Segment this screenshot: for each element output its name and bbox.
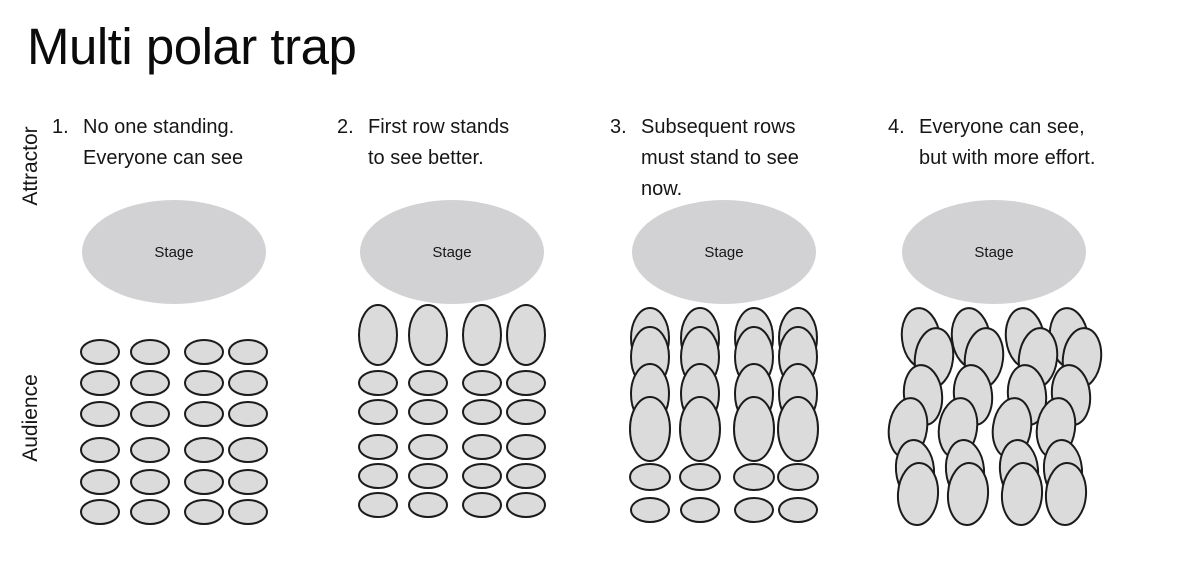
- panel-3-subsequent-rows-stand: 3. Subsequent rows must stand to see now…: [574, 0, 874, 587]
- audience-member-sitting: [184, 469, 224, 495]
- caption-text: Subsequent rows must stand to see now.: [641, 116, 799, 200]
- stage-label: Stage: [704, 244, 743, 261]
- audience-member-sitting: [80, 499, 120, 525]
- audience-member-sitting: [184, 401, 224, 427]
- stage-label: Stage: [154, 244, 193, 261]
- stage-label: Stage: [974, 244, 1013, 261]
- audience-member-sitting: [130, 469, 170, 495]
- caption-number: 3.: [610, 116, 627, 138]
- panel-caption: 1. No one standing. Everyone can see: [52, 112, 243, 174]
- audience-member-sitting: [358, 370, 398, 396]
- audience-member-sitting: [130, 401, 170, 427]
- audience-member-sitting: [408, 399, 448, 425]
- stage-audience-diagram: Stage: [629, 200, 819, 523]
- audience-member-standing: [462, 304, 502, 366]
- caption-number: 4.: [888, 116, 905, 138]
- stage-audience-diagram: Stage: [887, 200, 1103, 526]
- audience-member-sitting: [80, 370, 120, 396]
- caption-text: First row stands to see better.: [368, 116, 510, 169]
- page-title: Multi polar trap: [27, 18, 357, 75]
- audience-member-sitting: [630, 497, 670, 523]
- audience-member-standing: [629, 396, 671, 462]
- caption-text: Everyone can see, but with more effort.: [919, 116, 1096, 169]
- audience-member-sitting: [80, 339, 120, 365]
- panel-4-everyone-standing: 4. Everyone can see, but with more effor…: [844, 0, 1144, 587]
- audience-member-sitting: [228, 370, 268, 396]
- audience-member-sitting: [408, 370, 448, 396]
- audience-member-standing: [946, 462, 990, 526]
- audience-member-sitting: [228, 401, 268, 427]
- panel-caption: 2. First row stands to see better.: [337, 112, 509, 174]
- stage-ellipse: [82, 200, 266, 304]
- audience-member-standing: [506, 304, 546, 366]
- audience-member-standing: [408, 304, 448, 366]
- audience-member-standing: [733, 396, 775, 462]
- audience-member-sitting: [184, 339, 224, 365]
- panel-1-no-one-standing: 1. No one standing. Everyone can see Sta…: [24, 0, 324, 587]
- audience-member-sitting: [462, 463, 502, 489]
- stage-audience-diagram: Stage: [358, 200, 546, 518]
- audience-member-sitting: [506, 492, 546, 518]
- audience-member-sitting: [506, 434, 546, 460]
- stage-audience-diagram: Stage: [80, 200, 268, 525]
- audience-member-sitting: [80, 469, 120, 495]
- audience-member-sitting: [228, 499, 268, 525]
- audience-member-sitting: [184, 370, 224, 396]
- audience-member-sitting: [629, 463, 671, 491]
- panel-caption: 4. Everyone can see, but with more effor…: [888, 112, 1095, 174]
- audience-member-standing: [679, 396, 721, 462]
- audience-member-sitting: [228, 469, 268, 495]
- audience-member-standing: [1000, 462, 1044, 526]
- stage-ellipse: [360, 200, 544, 304]
- audience-member-sitting: [358, 434, 398, 460]
- audience-member-standing: [1044, 462, 1088, 526]
- panel-2-first-row-stands: 2. First row stands to see better. Stage: [302, 0, 602, 587]
- stage-ellipse: [902, 200, 1086, 304]
- audience-member-sitting: [80, 401, 120, 427]
- caption-number: 1.: [52, 116, 69, 138]
- stage-ellipse: [632, 200, 816, 304]
- audience-member-sitting: [778, 497, 818, 523]
- audience-member-sitting: [777, 463, 819, 491]
- audience-member-standing: [896, 462, 940, 526]
- audience-member-sitting: [506, 399, 546, 425]
- audience-member-standing: [777, 396, 819, 462]
- audience-member-sitting: [130, 370, 170, 396]
- audience-member-standing: [358, 304, 398, 366]
- caption-text: No one standing. Everyone can see: [83, 116, 244, 169]
- audience-member-sitting: [462, 370, 502, 396]
- audience-member-sitting: [462, 399, 502, 425]
- audience-member-sitting: [358, 463, 398, 489]
- audience-member-sitting: [358, 492, 398, 518]
- audience-member-sitting: [733, 463, 775, 491]
- audience-member-sitting: [408, 492, 448, 518]
- audience-member-sitting: [408, 434, 448, 460]
- audience-member-sitting: [184, 499, 224, 525]
- audience-member-sitting: [408, 463, 448, 489]
- audience-member-sitting: [80, 437, 120, 463]
- audience-member-sitting: [506, 463, 546, 489]
- caption-number: 2.: [337, 116, 354, 138]
- audience-member-sitting: [228, 339, 268, 365]
- stage-label: Stage: [432, 244, 471, 261]
- audience-member-sitting: [130, 499, 170, 525]
- audience-member-sitting: [680, 497, 720, 523]
- audience-member-sitting: [462, 492, 502, 518]
- audience-member-sitting: [130, 339, 170, 365]
- panel-caption: 3. Subsequent rows must stand to see now…: [610, 112, 799, 205]
- audience-member-sitting: [130, 437, 170, 463]
- audience-member-sitting: [462, 434, 502, 460]
- audience-member-sitting: [228, 437, 268, 463]
- audience-member-sitting: [679, 463, 721, 491]
- audience-member-sitting: [184, 437, 224, 463]
- audience-member-sitting: [734, 497, 774, 523]
- audience-member-sitting: [506, 370, 546, 396]
- audience-member-sitting: [358, 399, 398, 425]
